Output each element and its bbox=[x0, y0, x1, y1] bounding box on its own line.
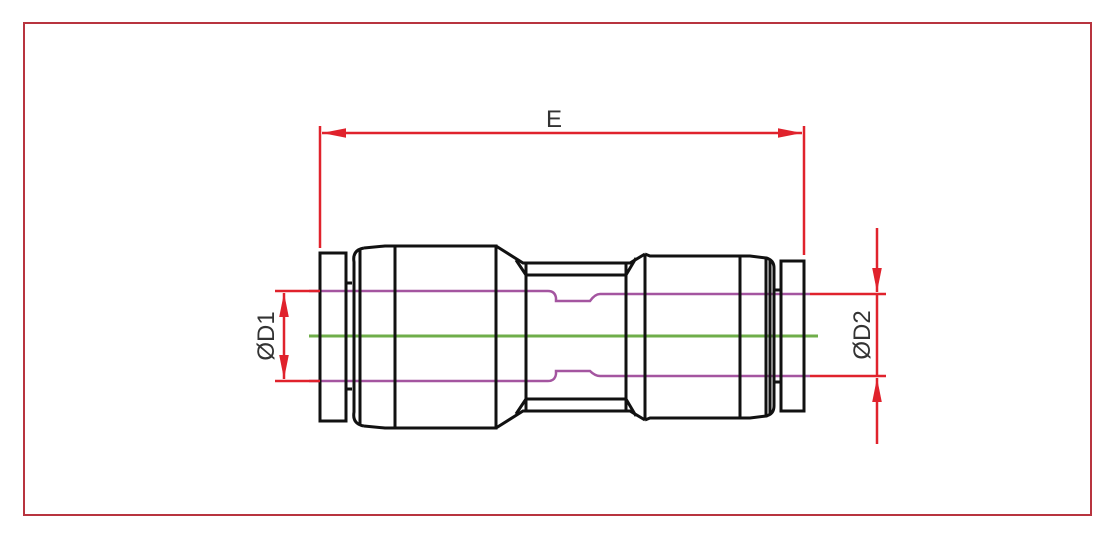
right-body bbox=[643, 252, 780, 422]
dimension-e bbox=[318, 126, 806, 255]
dimension-d2-label: ØD2 bbox=[849, 310, 876, 359]
dimension-d1-label: ØD1 bbox=[253, 311, 280, 360]
middle-neck bbox=[495, 244, 646, 430]
drawing-frame bbox=[23, 22, 1092, 516]
bore-profile bbox=[309, 289, 810, 383]
left-collet bbox=[318, 251, 352, 423]
dimension-d2 bbox=[810, 228, 886, 444]
left-body bbox=[352, 244, 498, 430]
right-collet bbox=[779, 259, 806, 413]
dimension-d1 bbox=[275, 289, 320, 383]
dimension-e-label: E bbox=[546, 106, 562, 133]
